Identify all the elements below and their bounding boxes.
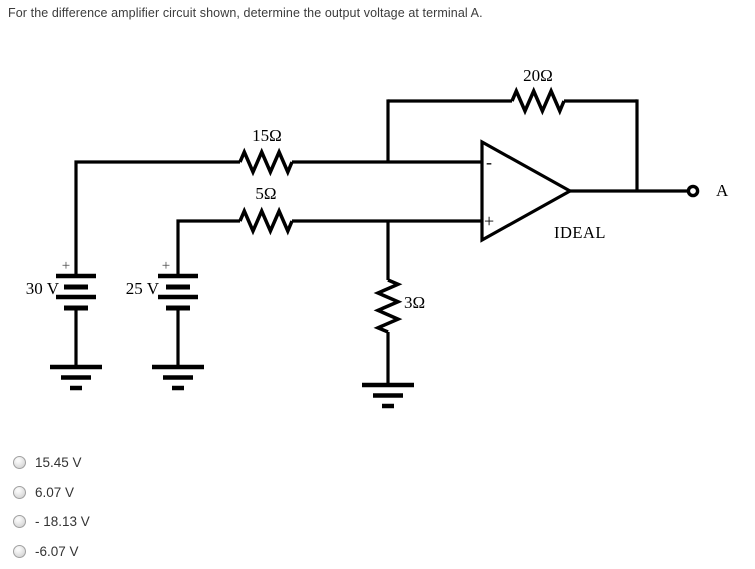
answer-options: 15.45 V 6.07 V - 18.13 V -6.07 V (13, 448, 90, 566)
answer-option-1-label: 15.45 V (35, 455, 82, 471)
ground-symbol-source1 (50, 364, 102, 391)
resistor-15ohm (238, 147, 294, 177)
radio-button-1[interactable] (13, 456, 26, 470)
ground-symbol-source2 (152, 364, 204, 391)
question-text: For the difference amplifier circuit sho… (8, 6, 483, 20)
radio-button-2[interactable] (13, 485, 26, 499)
opamp-inverting-sign: - (486, 152, 492, 172)
voltage-source-30v (56, 273, 96, 311)
resistor-5ohm (238, 206, 294, 236)
voltage-source-25v (158, 273, 198, 311)
resistor-20ohm (510, 86, 566, 116)
answer-option-3[interactable]: - 18.13 V (13, 507, 90, 537)
answer-option-1[interactable]: 15.45 V (13, 448, 90, 478)
label-resistor-20ohm: 20Ω (523, 66, 553, 85)
ground-symbol-3ohm (362, 382, 414, 409)
answer-option-2-label: 6.07 V (35, 484, 75, 500)
label-resistor-15ohm: 15Ω (252, 126, 282, 145)
label-source1-plus: + (62, 258, 70, 274)
answer-option-3-label: - 18.13 V (35, 514, 90, 530)
radio-button-3[interactable] (13, 515, 26, 529)
label-opamp-ideal: IDEAL (554, 223, 606, 242)
output-terminal-node (686, 184, 700, 198)
wire-inverting-input (74, 160, 240, 276)
answer-option-2[interactable]: 6.07 V (13, 478, 90, 508)
opamp-triangle (480, 139, 574, 243)
circuit-wires (74, 99, 687, 385)
label-source-25v: 25 V (126, 279, 160, 298)
resistor-3ohm (373, 278, 403, 334)
answer-option-4[interactable]: -6.07 V (13, 537, 90, 567)
label-source2-plus: + (162, 258, 170, 274)
label-resistor-3ohm: 3Ω (404, 293, 425, 312)
label-resistor-5ohm: 5Ω (255, 184, 276, 203)
label-terminal-a: A (716, 181, 729, 200)
label-source-30v: 30 V (26, 279, 60, 298)
opamp-noninverting-sign: + (484, 211, 494, 231)
answer-option-4-label: -6.07 V (35, 543, 79, 559)
radio-button-4[interactable] (13, 544, 26, 558)
wire-noninverting-input (176, 219, 240, 276)
